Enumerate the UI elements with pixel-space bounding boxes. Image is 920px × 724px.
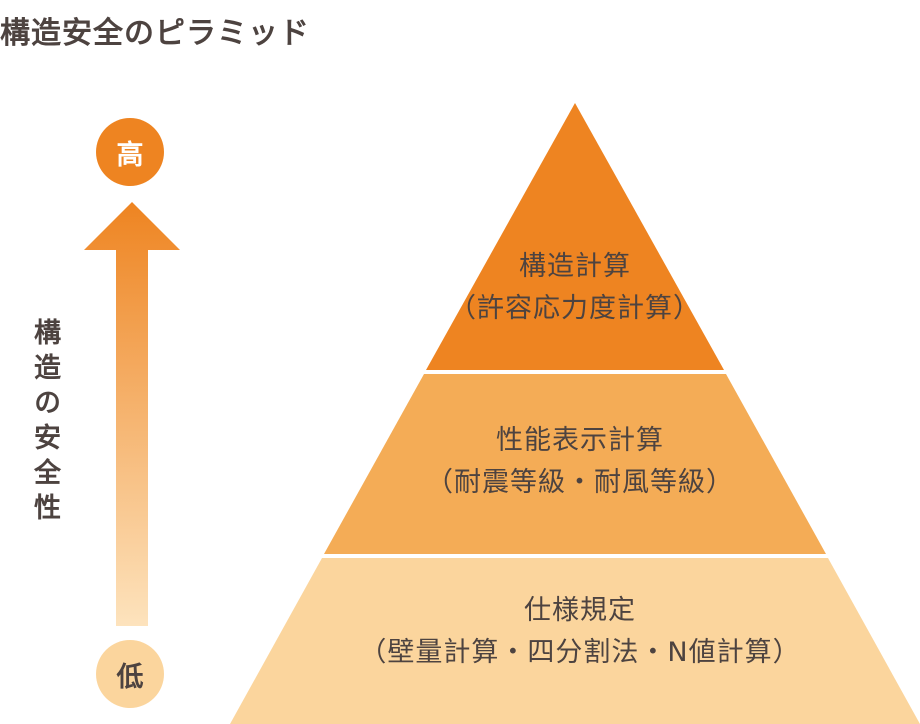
high-badge: 高 (96, 118, 164, 186)
tier-top-text: 構造計算 （許容応力度計算） (420, 246, 730, 330)
tier-label: 仕様規定 (524, 595, 636, 626)
tier-sublabel: （耐震等級・耐風等級） (426, 467, 734, 498)
tier-bottom-text: 仕様規定 （壁量計算・四分割法・N値計算） (290, 590, 870, 674)
pyramid-tier-top (426, 103, 724, 370)
tier-sublabel: （壁量計算・四分割法・N値計算） (359, 637, 801, 668)
page-title: 構造安全のピラミッド (0, 16, 310, 51)
tier-sublabel: （許容応力度計算） (449, 293, 701, 324)
tier-label: 性能表示計算 (496, 425, 664, 456)
safety-arrow (84, 202, 180, 626)
pyramid-tier-bottom (230, 558, 920, 724)
low-badge: 低 (96, 640, 164, 708)
tier-label: 構造計算 (519, 251, 631, 282)
pyramid-tier-middle (324, 374, 826, 554)
tier-middle-text: 性能表示計算 （耐震等級・耐風等級） (380, 420, 780, 504)
axis-label: 構造の安全性 (29, 318, 60, 528)
